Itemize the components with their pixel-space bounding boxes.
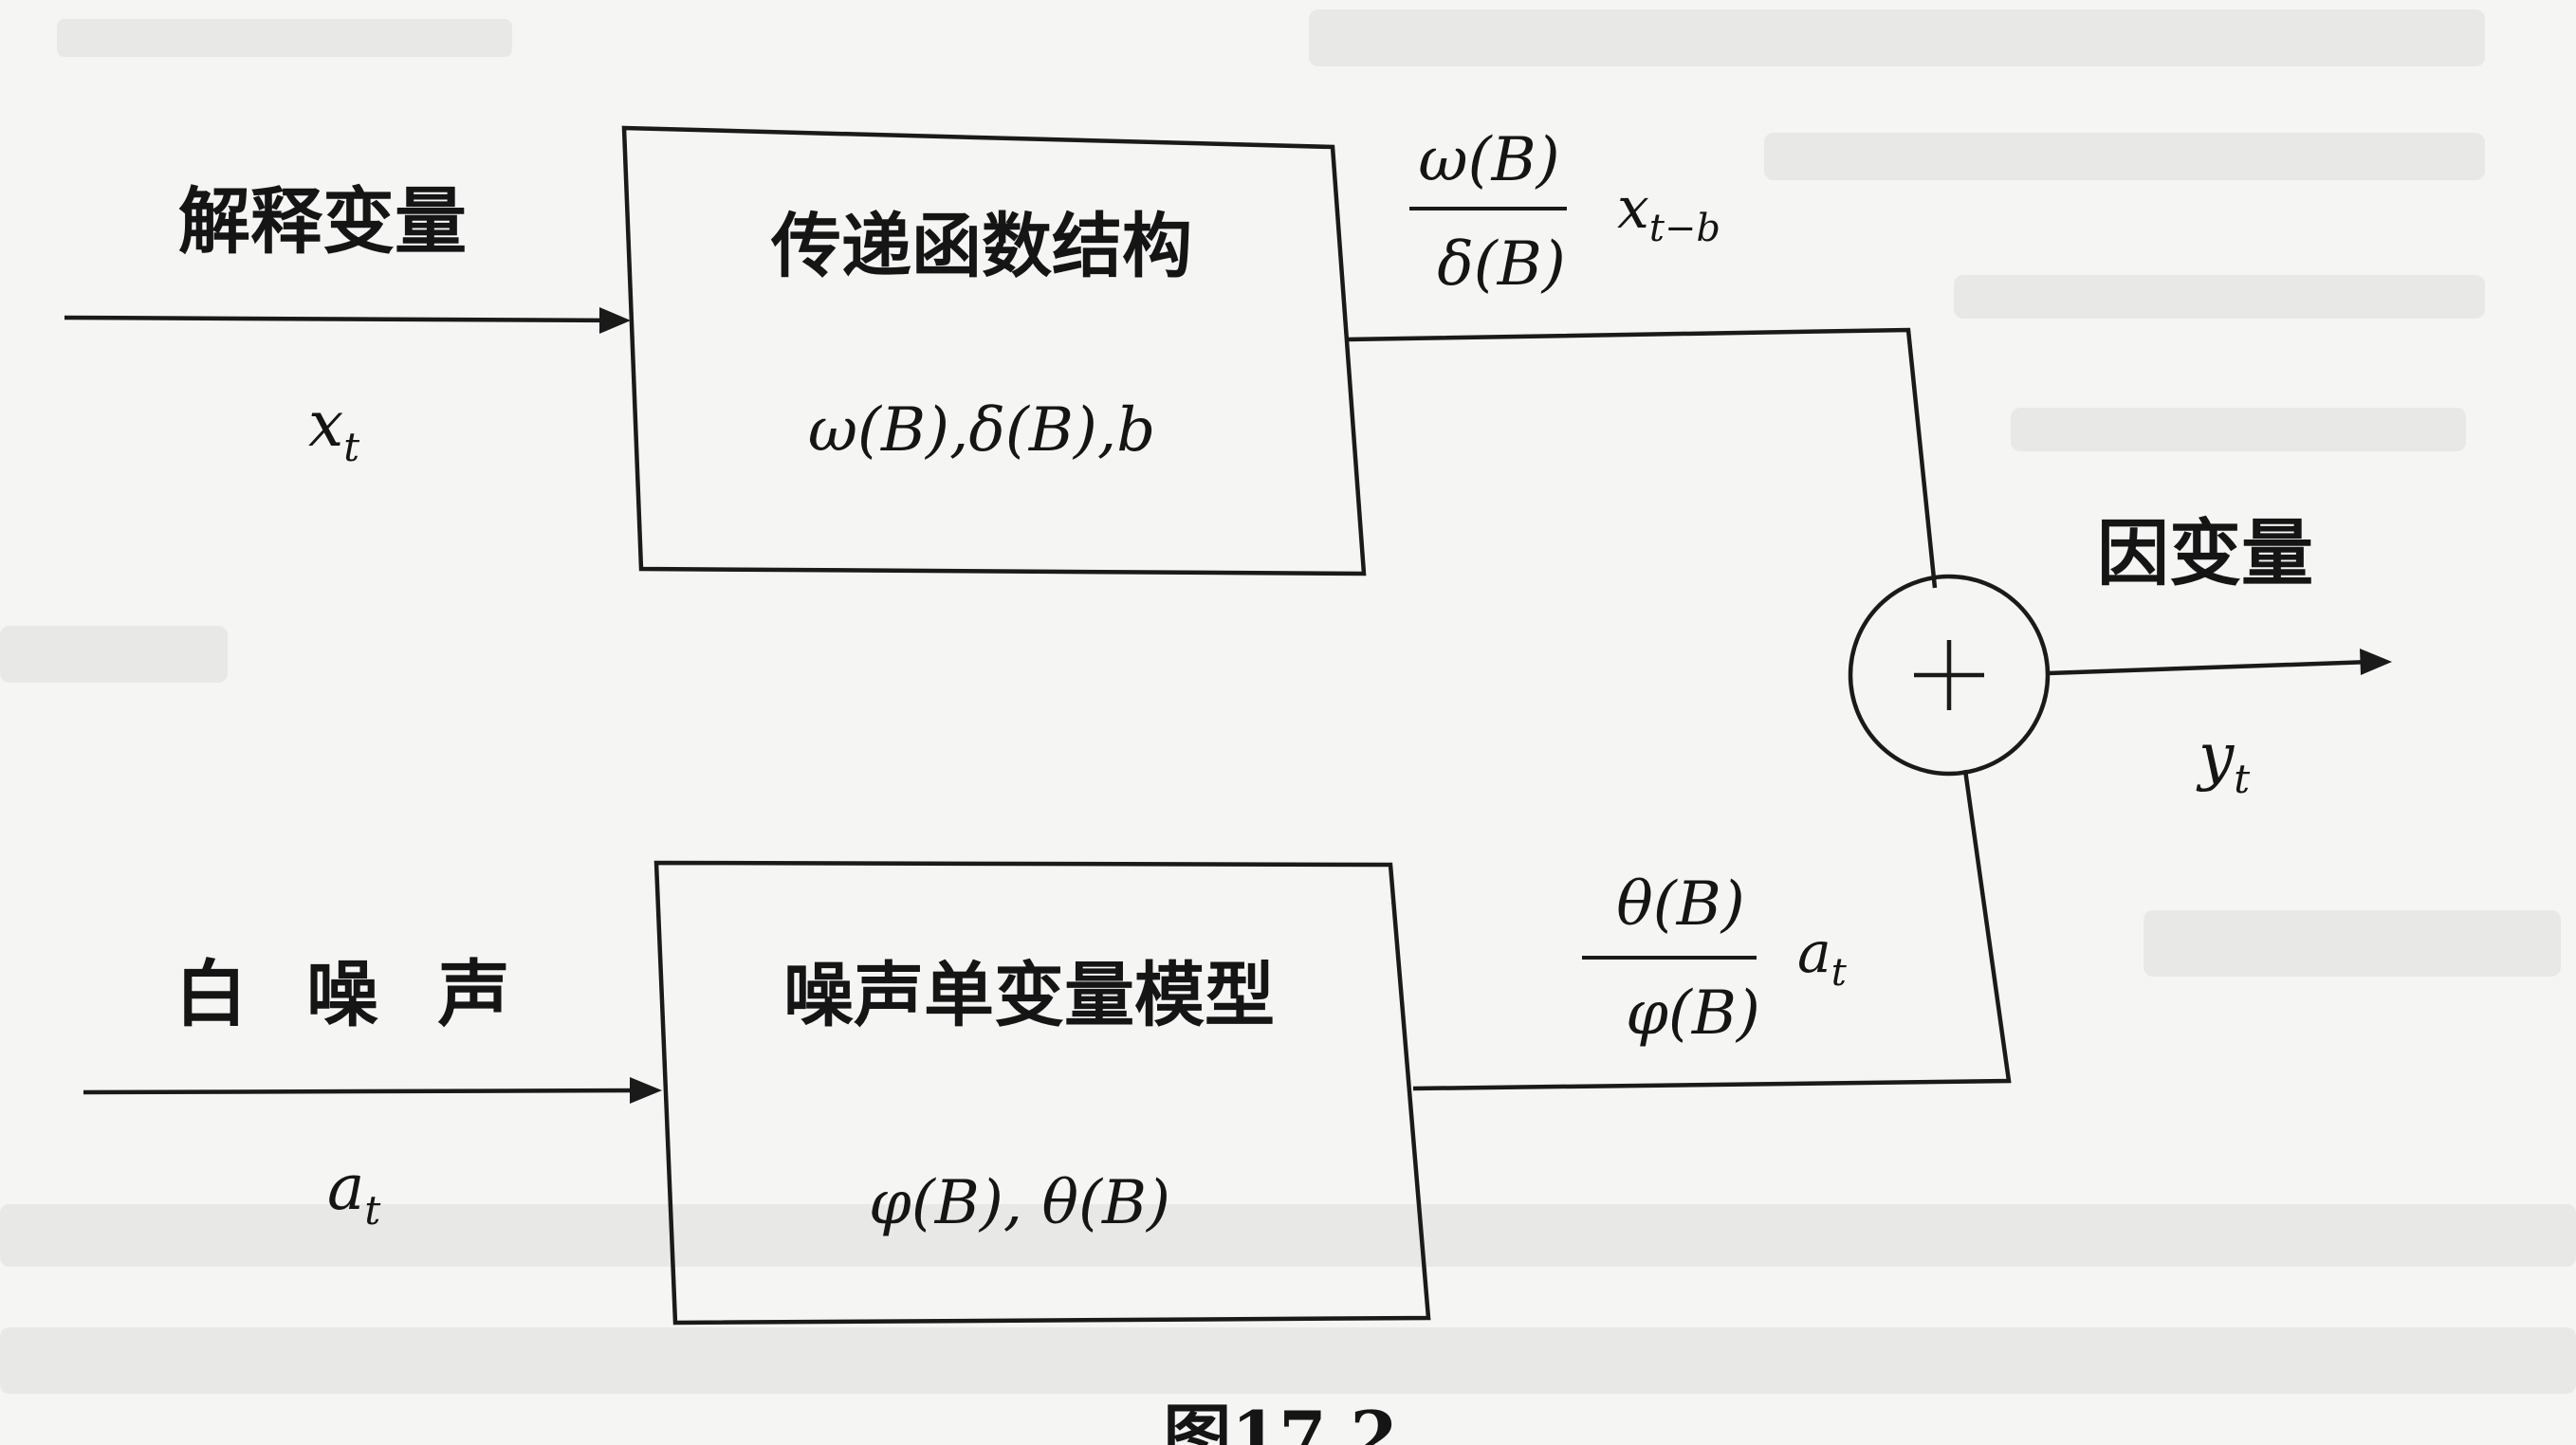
noise-numerator: θ(B): [1616, 869, 1745, 940]
response-output-arrowhead: [2360, 649, 2392, 675]
response-symbol: yt: [2196, 720, 2250, 802]
white-noise-symbol: at: [327, 1151, 380, 1234]
bleed-through-texture: [0, 9, 2576, 1394]
explanatory-variable-label: 解释变量: [178, 179, 467, 264]
transfer-numerator: ω(B): [1418, 125, 1559, 195]
transfer-output-symbol: xt−b: [1617, 175, 1720, 250]
noise-output-wire: [1412, 769, 2012, 1091]
response-output-arrow-line: [2048, 659, 2372, 676]
explanatory-input-arrow-line: [64, 315, 617, 323]
figure-caption: 图17.2: [1163, 1396, 1397, 1445]
white-noise-input-arrow-line: [83, 1088, 648, 1095]
transfer-denominator: δ(B): [1437, 229, 1566, 300]
noise-model-title: 噪声单变量模型: [783, 955, 1275, 1036]
response-variable-label: 因变量: [2097, 511, 2313, 595]
noise-model-params: φ(B), θ(B): [869, 1168, 1170, 1238]
noise-output-symbol: at: [1797, 920, 1848, 995]
transfer-function-title: 传递函数结构: [770, 206, 1192, 287]
explanatory-input-arrowhead: [599, 307, 631, 334]
white-noise-input-arrowhead: [630, 1077, 662, 1104]
noise-denominator: φ(B): [1626, 979, 1760, 1049]
white-noise-label: 白 噪 声: [175, 952, 527, 1036]
summing-junction: [1848, 574, 2051, 777]
transfer-output-wire: [1346, 327, 1938, 589]
noise-model-block: [653, 860, 1431, 1326]
transfer-function-params: ω(B),δ(B),b: [808, 395, 1155, 466]
transfer-function-block: [621, 125, 1367, 576]
explanatory-symbol: xt: [308, 388, 359, 470]
